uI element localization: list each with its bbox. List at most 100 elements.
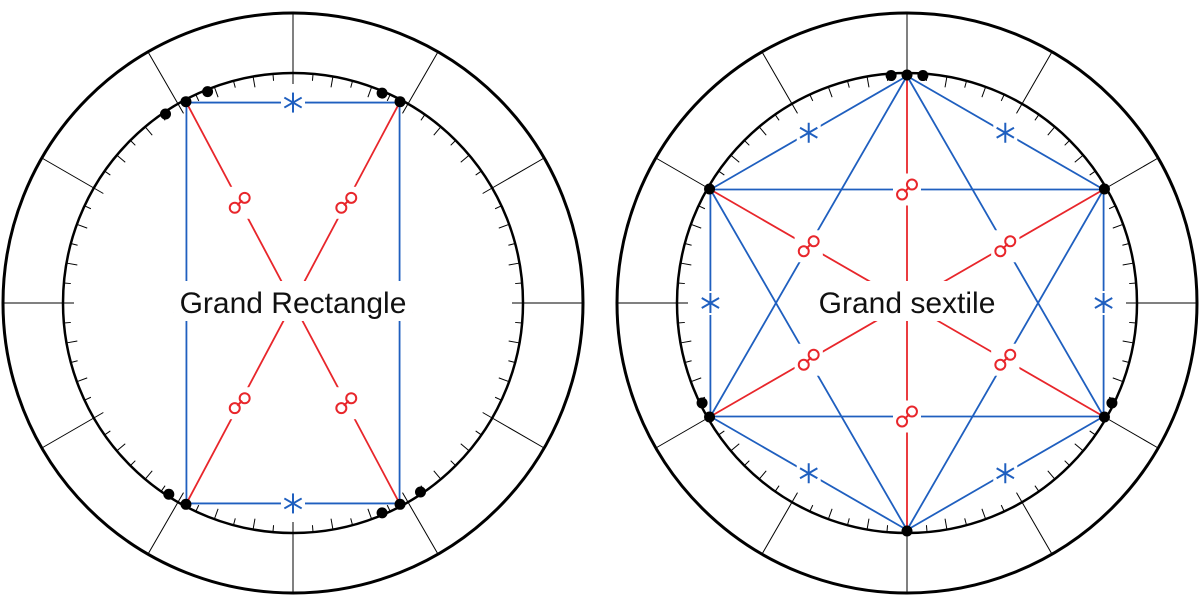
degree-tick [718,170,725,176]
planet-dot [394,96,406,108]
planet-dot [1098,183,1110,195]
planet-dot [180,498,192,510]
degree-tick [866,76,870,88]
sign-division-line [491,417,545,449]
degree-tick [84,205,92,210]
degree-tick [809,504,814,512]
planet-dot [376,507,388,519]
degree-tick [494,205,502,210]
sign-division-line [1105,157,1159,189]
sextile-glyph-icon [993,120,1018,145]
degree-tick [498,377,510,383]
degree-tick [690,377,702,383]
planet-dot [202,86,214,98]
degree-tick [1034,485,1040,492]
degree-tick [494,396,502,401]
degree-tick [232,518,236,526]
opposition-circle [228,201,241,214]
opposition-bar [903,413,911,420]
degree-tick [63,321,71,324]
opposition-glyph-icon [225,186,254,219]
degree-tick [744,460,750,466]
degree-tick [252,518,256,530]
sextile-stroke [996,126,1015,139]
degree-tick [944,518,948,530]
degree-tick [460,154,470,163]
degree-tick [252,76,256,88]
sextile-stroke [996,467,1015,480]
degree-tick [677,321,685,324]
sign-division-line [41,157,95,189]
opposition-circle [238,191,251,204]
sextile-glyph-icon [993,461,1018,486]
degree-tick [684,242,692,246]
opposition-bar [1002,243,1009,250]
degree-tick [1074,443,1084,452]
sextile-glyph-icon [281,90,305,115]
degree-tick [827,508,833,520]
degree-tick [402,492,409,503]
opposition-circle [228,402,241,415]
opposition-glyph-icon [991,230,1020,263]
planet-dot [885,70,897,82]
degree-tick [104,430,111,436]
degree-tick [1112,223,1124,229]
degree-tick [1122,262,1134,266]
degree-tick [195,94,200,102]
degree-tick [1064,140,1070,146]
degree-tick [698,205,706,210]
degree-tick [311,525,314,533]
degree-tick [130,460,136,466]
chart-title: Grand sextile [819,287,996,320]
degree-tick [1000,504,1005,512]
sign-division-line [761,51,793,105]
degree-tick [1122,242,1130,246]
degree-tick [718,430,725,436]
degree-tick [886,525,889,533]
degree-tick [981,86,987,98]
degree-tick [76,377,88,383]
planet-dot [696,397,708,409]
planet-dot [704,411,716,423]
opposition-circle [797,245,810,258]
planet-dot [704,183,716,195]
planet-dot [901,525,913,537]
degree-tick [846,80,850,88]
sign-division-line [147,501,179,555]
degree-tick [774,485,780,492]
degree-tick [450,140,456,146]
degree-tick [677,282,685,285]
opposition-bar [1002,356,1009,363]
opposition-bar [236,400,243,407]
opposition-circle [905,405,918,418]
degree-tick [1000,94,1005,102]
degree-tick [846,518,850,526]
degree-tick [213,86,219,98]
sign-division-line [761,501,793,555]
degree-tick [213,508,219,520]
degree-tick [160,485,166,492]
degree-tick [1089,430,1096,436]
degree-tick [311,73,314,81]
degree-tick [774,114,780,121]
opposition-glyph-icon [893,173,921,206]
opposition-glyph-icon [794,343,823,376]
degree-tick [508,360,516,364]
degree-tick [63,282,71,285]
degree-tick [1122,360,1130,364]
degree-tick [981,508,987,520]
sextile-stroke [799,126,818,139]
degree-tick [791,103,798,114]
degree-tick [1074,154,1084,163]
degree-tick [1016,492,1023,503]
opposition-glyph-icon [225,387,254,420]
degree-tick [272,73,275,81]
degree-tick [433,126,442,136]
degree-tick [730,154,740,163]
planet-dot [901,69,913,81]
degree-tick [420,114,426,121]
sign-division-line [655,157,709,189]
opposition-circle [335,201,348,214]
degree-tick [964,80,968,88]
opposition-circle [994,358,1007,371]
